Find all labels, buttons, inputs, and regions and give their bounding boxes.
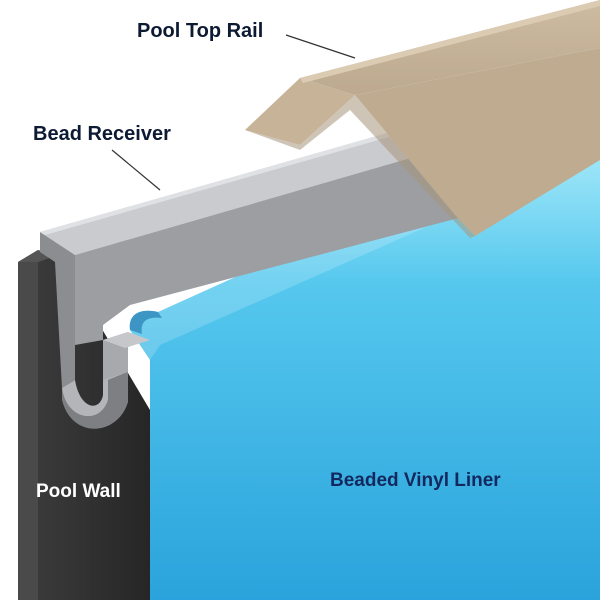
pool-top-rail (245, 0, 600, 238)
bead-receiver (40, 128, 470, 429)
bead-receiver-label: Bead Receiver (33, 123, 171, 145)
pool-wall-label: Pool Wall (36, 481, 121, 502)
top-rail-leader-line (285, 34, 356, 59)
bead-receiver-leader-line (111, 149, 161, 191)
liner-label: Beaded Vinyl Liner (330, 470, 501, 491)
top-rail-label: Pool Top Rail (137, 20, 263, 42)
